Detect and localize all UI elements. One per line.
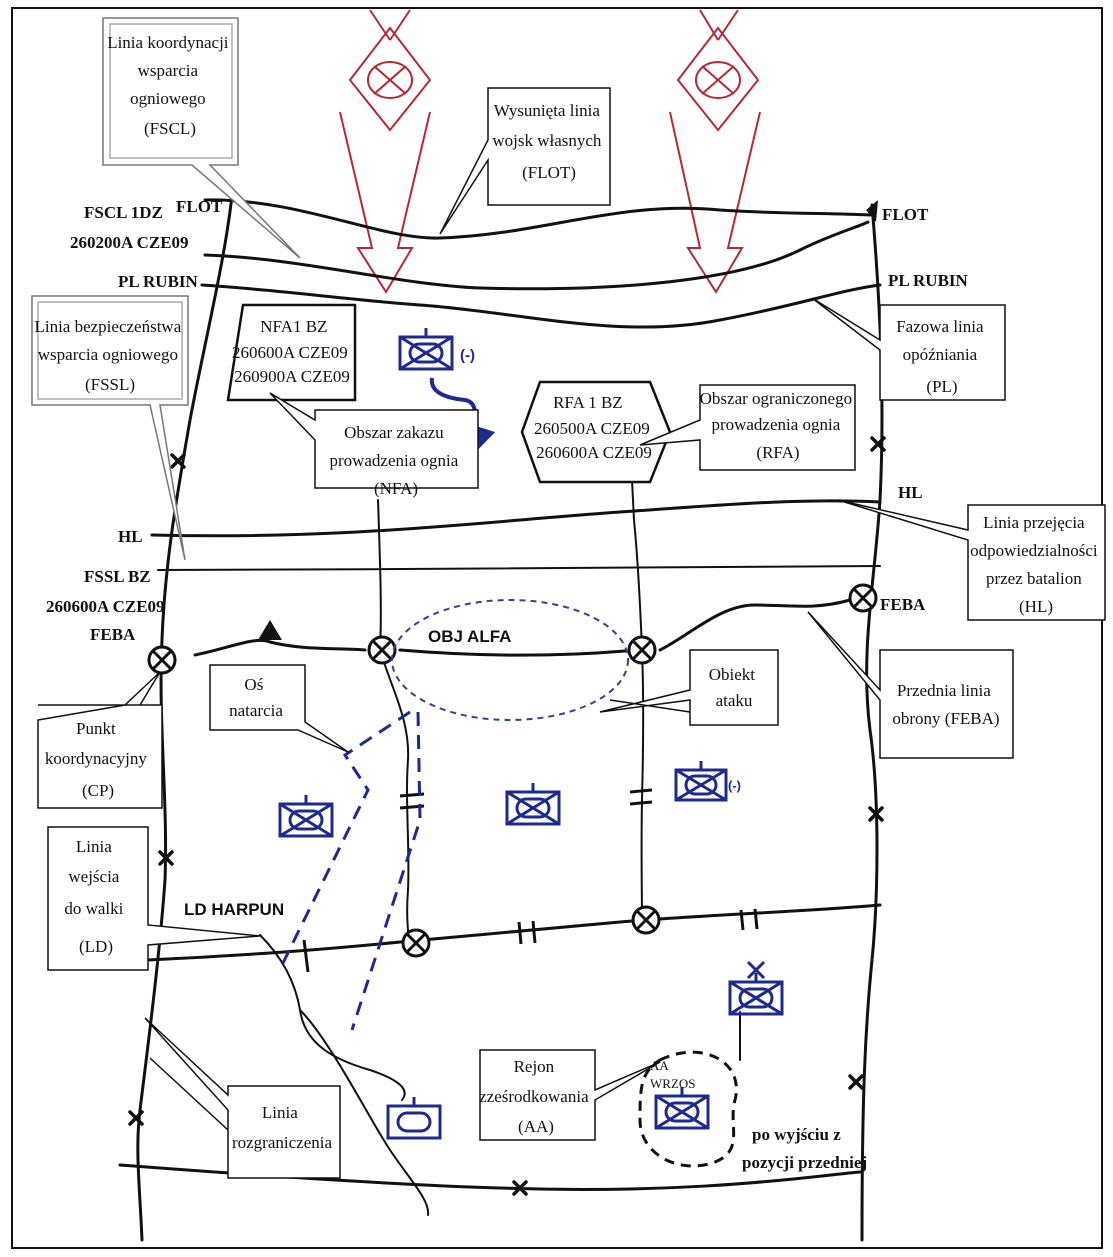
boundary-x-mark — [128, 1110, 144, 1126]
flot-right-arrowhead — [866, 200, 878, 222]
callout-hl-text: Linia przejęcia odpowiedzialności przez … — [970, 513, 1102, 616]
ld-line — [146, 903, 882, 962]
lower-boundary-curve — [259, 934, 406, 1101]
inner-boundary-right — [631, 479, 645, 923]
callout-pl-box — [811, 297, 1006, 401]
callout-cp-text: Punkt koordynacyjny (CP) — [45, 719, 151, 800]
boundary-x-mark — [512, 1180, 528, 1196]
fscl-left-label: FSCL 1DZ 260200A CZE09 — [70, 203, 189, 252]
callout-fssl-text: Linia bezpieczeństwa wsparcia ogniowego … — [34, 317, 185, 394]
pl-left-label: PL RUBIN — [118, 272, 199, 291]
boundary-x-mark — [848, 1074, 864, 1090]
boundary-x-mark — [158, 850, 174, 866]
aa-after-exit-label: po wyjściu z pozycji przedniej — [742, 1125, 867, 1172]
callout-boundary-box — [144, 1017, 341, 1179]
ld-harpun-label: LD HARPUN — [184, 900, 284, 919]
flot-left-label: FLOT — [176, 197, 223, 216]
callout-ld-text: Linia wejścia do walki (LD) — [64, 837, 127, 956]
assembly-area-outline — [638, 1050, 738, 1168]
callout-objective-box — [599, 649, 779, 726]
reduced-unit-label-2: (-) — [728, 778, 741, 793]
objective-alfa-label: OBJ ALFA — [428, 627, 511, 646]
callout-aa-text: Rejon zześrodkowania (AA) — [479, 1057, 593, 1136]
aa-code-label: AA WRZOS — [650, 1058, 696, 1091]
hl-line — [150, 499, 882, 538]
callout-nfa-text: Obszar zakazu prowadzenia ognia (NFA) — [329, 423, 462, 498]
callout-nfa-box — [269, 392, 479, 489]
callout-objective-text: Obiekt ataku — [709, 665, 760, 710]
feba-line-left — [193, 638, 367, 657]
coordination-point-icon — [631, 905, 661, 935]
inner-boundary-left — [377, 499, 411, 946]
unit-symbol-icon — [398, 328, 454, 371]
boundary-x-mark — [170, 453, 186, 469]
rfa-area-hexagon — [520, 380, 672, 484]
callout-flot-text: Wysunięta linia wojsk własnych (FLOT) — [492, 101, 605, 182]
callout-axis-box — [209, 664, 349, 753]
flot-line — [203, 198, 872, 240]
hl-left-label: HL — [118, 527, 143, 546]
artillery-arrow-left — [339, 9, 432, 294]
callout-fssl-box — [31, 295, 189, 561]
pl-right-label: PL RUBIN — [888, 271, 969, 290]
unit-symbol-icon — [674, 761, 728, 802]
boundary-x-mark — [870, 436, 886, 452]
callout-rfa-text: Obszar ograniczonego prowadzenia ognia (… — [700, 389, 857, 462]
unit-symbol-reserve-icon — [386, 1097, 442, 1140]
unit-symbol-icon — [728, 960, 784, 1016]
coordination-point-icon — [627, 635, 657, 665]
callout-axis-text: Oś natarcia — [229, 675, 283, 720]
nfa-area-text: NFA1 BZ 260600A CZE09 260900A CZE09 — [232, 317, 352, 386]
objective-alfa-ellipse — [391, 599, 629, 721]
callout-fscl-text: Linia koordynacji wsparcia ogniowego (FS… — [107, 33, 233, 138]
feba-left-label: FEBA — [90, 625, 136, 644]
boundary-x-mark — [868, 806, 884, 822]
fssl-line — [157, 565, 881, 571]
nfa-area-box — [226, 303, 357, 402]
fssl-left-label: FSSL BZ 260600A CZE09 — [46, 567, 165, 616]
flot-right-label: FLOT — [882, 205, 929, 224]
feba-line-right — [658, 598, 852, 652]
callout-pl-text: Fazowa linia opóźniania (PL) — [896, 317, 988, 396]
hl-right-label: HL — [898, 483, 923, 502]
coordination-point-icon — [367, 635, 397, 665]
callout-fscl-box — [102, 17, 301, 259]
unit-symbol-icon — [654, 1087, 710, 1130]
callout-flot-box — [439, 87, 611, 235]
callout-ld-box — [47, 826, 261, 971]
unit-symbol-icon — [278, 795, 334, 838]
artillery-arrow-right — [669, 9, 761, 294]
callout-feba-text: Przednia linia obrony (FEBA) — [892, 681, 999, 728]
page-frame — [11, 7, 1103, 1249]
callout-boundary-text: Linia rozgraniczenia — [232, 1103, 332, 1152]
reduced-unit-label: (-) — [460, 347, 475, 364]
feba-line-mid — [398, 648, 627, 657]
fscl-line — [203, 220, 870, 291]
callout-hl-box — [837, 499, 1106, 621]
unit-symbol-icon — [505, 783, 561, 826]
callout-rfa-box — [639, 384, 856, 471]
rfa-area-text: RFA 1 BZ 260500A CZE09 260600A CZE09 — [534, 393, 654, 462]
axis-of-advance-left — [280, 710, 411, 966]
right-boundary-line — [860, 203, 884, 1242]
coordination-point-icon — [848, 583, 878, 613]
pl-rubin-line — [200, 283, 882, 329]
callout-aa-box — [479, 1049, 661, 1141]
axis-of-advance-right — [350, 711, 422, 1031]
lower-boundary-curve-2 — [299, 1009, 430, 1216]
callout-cp-box — [37, 671, 163, 809]
coordination-point-icon — [401, 928, 431, 958]
callout-feba-box — [807, 611, 1014, 759]
feba-triangle — [258, 620, 282, 640]
feba-right-label: FEBA — [880, 595, 926, 614]
coordination-point-icon — [147, 645, 177, 675]
